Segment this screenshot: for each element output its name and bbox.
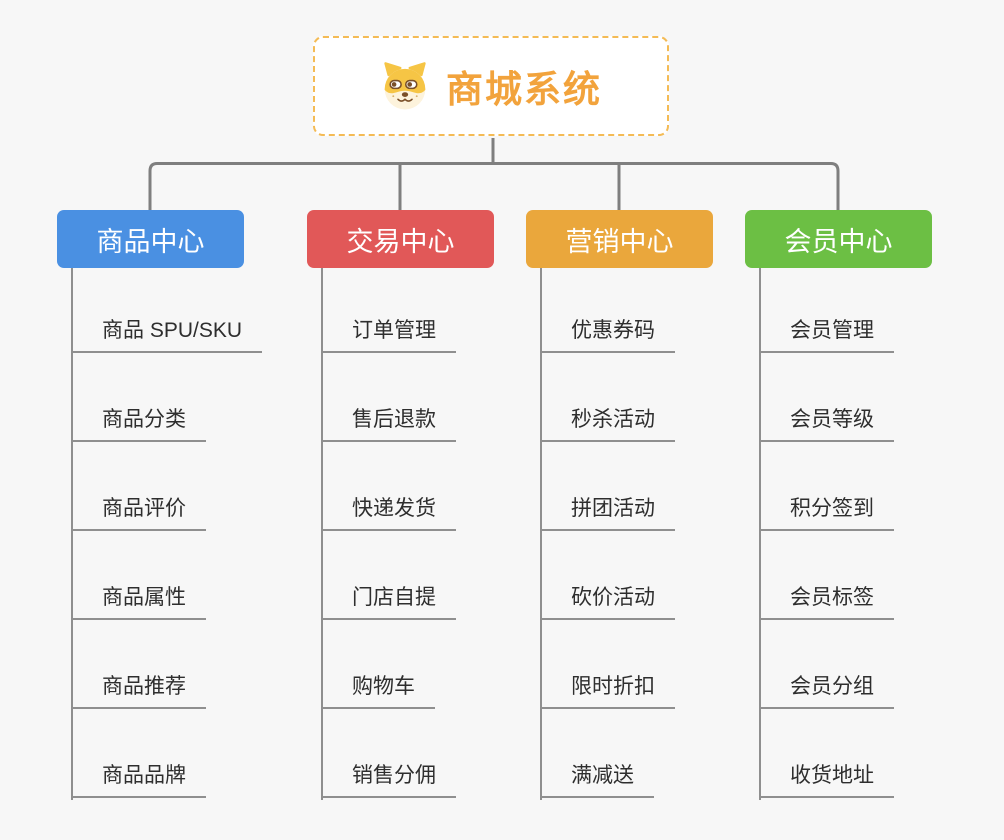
branch-label: 会员中心 [784, 226, 893, 257]
leaf-node[interactable]: 积分签到 [759, 494, 894, 531]
leaf-node[interactable]: 商品评价 [71, 494, 206, 531]
leaf-node[interactable]: 快递发货 [321, 494, 456, 531]
leaf-node[interactable]: 商品推荐 [71, 672, 206, 709]
branch-trunk-line [71, 268, 73, 800]
branch-header-marketing-center[interactable]: 营销中心 [526, 210, 713, 268]
branch-label: 交易中心 [346, 226, 455, 257]
leaf-node[interactable]: 砍价活动 [540, 583, 675, 620]
leaf-node[interactable]: 会员分组 [759, 672, 894, 709]
leaf-node[interactable]: 秒杀活动 [540, 405, 675, 442]
leaf-node[interactable]: 拼团活动 [540, 494, 675, 531]
leaf-node[interactable]: 商品属性 [71, 583, 206, 620]
leaf-node[interactable]: 商品分类 [71, 405, 206, 442]
leaf-node[interactable]: 商品 SPU/SKU [71, 316, 263, 353]
leaf-node[interactable]: 购物车 [321, 672, 435, 709]
branch-trunk-line [759, 268, 761, 800]
branch-trunk-line [540, 268, 542, 800]
leaf-node[interactable]: 门店自提 [321, 583, 456, 620]
leaf-node[interactable]: 收货地址 [759, 761, 894, 798]
leaf-node[interactable]: 会员管理 [759, 316, 894, 353]
leaf-node[interactable]: 商品品牌 [71, 761, 206, 798]
dog-face-icon [384, 62, 426, 110]
leaf-node[interactable]: 售后退款 [321, 405, 456, 442]
leaf-node[interactable]: 会员等级 [759, 405, 894, 442]
branch-header-product-center[interactable]: 商品中心 [57, 210, 244, 268]
leaf-node[interactable]: 会员标签 [759, 583, 894, 620]
branch-label: 商品中心 [96, 226, 205, 257]
leaf-node[interactable]: 限时折扣 [540, 672, 675, 709]
leaf-node[interactable]: 满减送 [540, 761, 654, 798]
root-title: 商城系统 [446, 69, 602, 110]
root-node[interactable]: 商城系统 [313, 36, 669, 136]
leaf-node[interactable]: 优惠券码 [540, 316, 675, 353]
branch-header-member-center[interactable]: 会员中心 [745, 210, 932, 268]
branch-header-trade-center[interactable]: 交易中心 [307, 210, 494, 268]
leaf-node[interactable]: 订单管理 [321, 316, 456, 353]
branch-label: 营销中心 [565, 226, 674, 257]
leaf-node[interactable]: 销售分佣 [321, 761, 456, 798]
branch-trunk-line [321, 268, 323, 800]
